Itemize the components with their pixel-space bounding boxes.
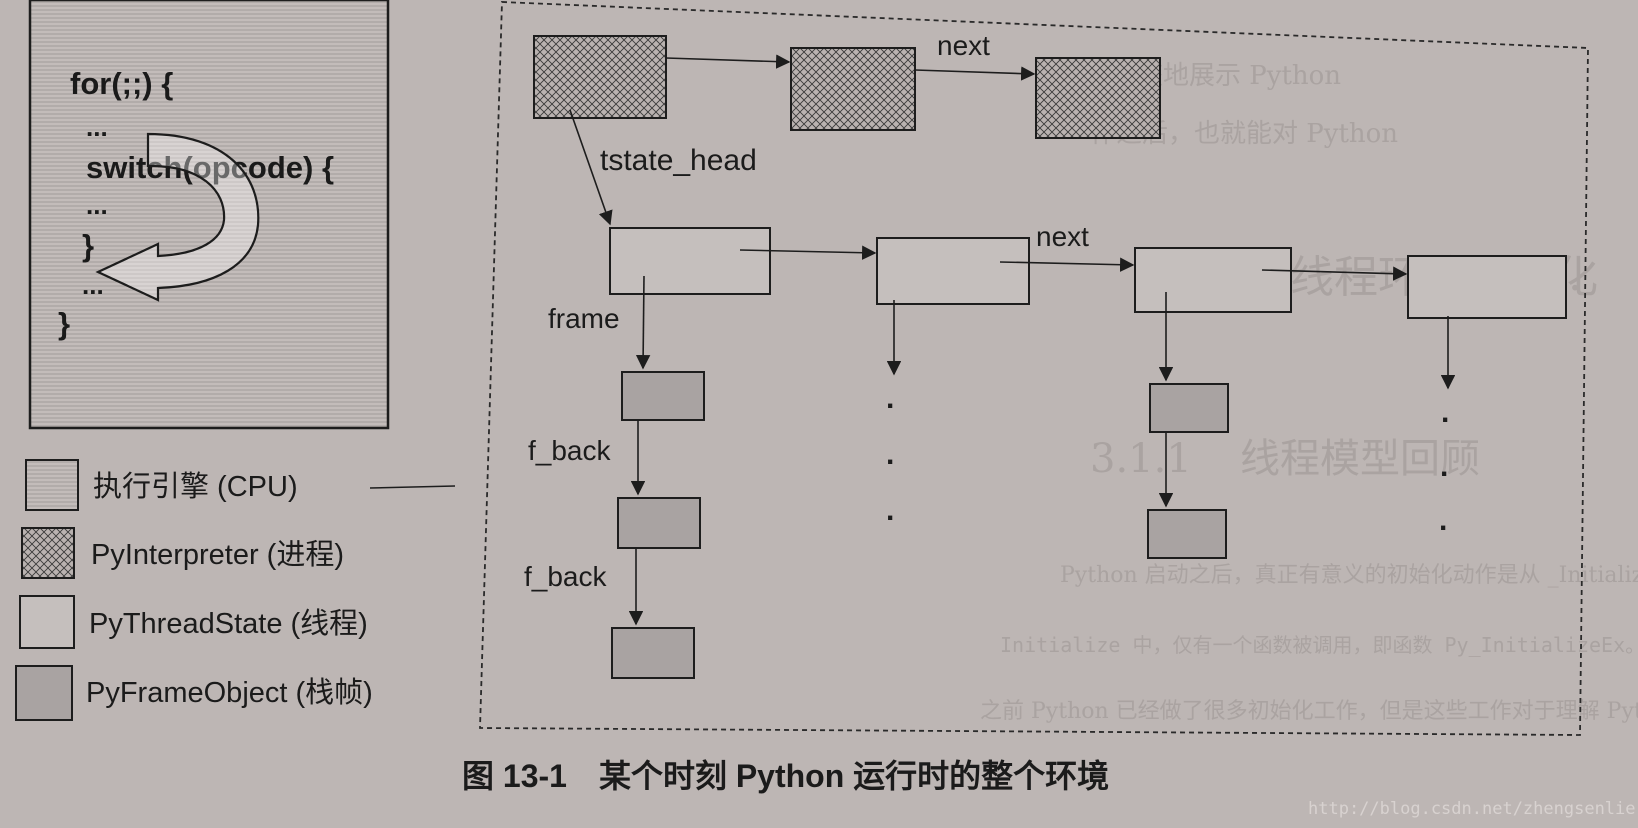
frame-object-node <box>1149 383 1229 433</box>
bg-subsection-title: 线程模型回顾 <box>1240 436 1480 482</box>
code-line-4: ... <box>86 190 108 220</box>
threadstate-node <box>876 237 1030 305</box>
threadstate-node <box>1134 247 1292 313</box>
background-page-text: 。完整地展示 Python 作之后，也就能对 Python 3. 线程环境初始化… <box>980 61 1638 724</box>
thread-next-arrow <box>1261 266 1408 281</box>
frame-object-node <box>1147 509 1227 559</box>
legend-label-cpu: 执行引擎 (CPU) <box>93 470 298 503</box>
execution-engine-panel: for(;;) { ... switch(opcode) { ... } ...… <box>28 0 390 430</box>
code-line-2: ... <box>86 112 108 142</box>
frame-object-node <box>621 371 705 421</box>
frame-object-node <box>611 627 695 679</box>
frame-object-node <box>617 497 701 549</box>
interpreter-node <box>533 35 667 119</box>
legend-label-interpreter: PyInterpreter (进程) <box>91 539 344 571</box>
legend-swatch-interpreter <box>21 527 75 579</box>
ellipsis-dot: . <box>886 382 894 415</box>
interpreter-node <box>1035 57 1161 139</box>
bg-para-1: Python 启动之后，真正有意义的初始化动作是从 _Initialize 开始… <box>1060 563 1638 588</box>
figure-caption: 图 13-1 某个时刻 Python 运行时的整个环境 <box>462 758 1109 794</box>
code-line-5: } <box>82 228 94 263</box>
legend-pointer-line <box>369 485 456 489</box>
ellipsis-dot: . <box>886 438 894 471</box>
label-next-top: next <box>937 30 990 61</box>
frame-arrow <box>635 275 651 370</box>
label-f-back-2: f_back <box>524 561 607 592</box>
label-frame: frame <box>548 303 620 334</box>
code-line-6: ... <box>82 270 104 300</box>
loop-arrow-icon <box>95 132 260 302</box>
legend: 执行引擎 (CPU) PyInterpreter (进程) PyThreadSt… <box>15 459 456 721</box>
label-tstate-head: tstate_head <box>600 144 757 177</box>
interpreter-list: next tstate_head <box>533 30 1161 226</box>
thread-next-arrow <box>999 257 1135 272</box>
legend-label-frameobject: PyFrameObject (栈帧) <box>86 676 373 709</box>
bg-subsection-number: 3.1.1 <box>1090 436 1192 482</box>
interp-next-arrow <box>665 54 791 69</box>
watermark: http://blog.csdn.net/zhengsenlie <box>1308 799 1636 819</box>
interp-next-arrow <box>914 66 1036 81</box>
legend-swatch-cpu <box>25 459 79 511</box>
bg-para-3: 之前 Python 已经做了很多初始化工作，但是这些工作对于理解 Python … <box>980 699 1638 724</box>
legend-swatch-frameobject <box>15 665 73 721</box>
threadstate-list: next <box>609 221 1567 319</box>
ellipsis-dot: . <box>1441 396 1449 429</box>
ellipsis-dot: . <box>886 494 894 527</box>
threadstate-node <box>609 227 771 295</box>
code-line-7: } <box>58 306 70 341</box>
ellipsis-dot: . <box>1439 504 1447 537</box>
threadstate-node <box>1407 255 1567 319</box>
process-boundary <box>479 1 1589 736</box>
label-f-back-1: f_back <box>528 435 611 466</box>
ellipsis-dot: . <box>1440 450 1448 483</box>
thread-next-arrow <box>739 245 877 260</box>
frame-stacks: frame f_back f_back . . . . . . <box>524 275 1456 679</box>
code-line-3: switch(opcode) { <box>86 150 334 185</box>
label-next-mid: next <box>1036 221 1089 252</box>
bg-para-2: Initialize 中，仅有一个函数被调用，即函数 Py_Initialize… <box>1000 633 1638 657</box>
code-panel-box <box>28 0 390 430</box>
legend-label-threadstate: PyThreadState (线程) <box>89 607 368 640</box>
code-line-1: for(;;) { <box>70 66 173 101</box>
tstate-head-arrow <box>569 109 613 226</box>
interpreter-node <box>790 47 916 131</box>
legend-swatch-threadstate <box>19 595 75 649</box>
